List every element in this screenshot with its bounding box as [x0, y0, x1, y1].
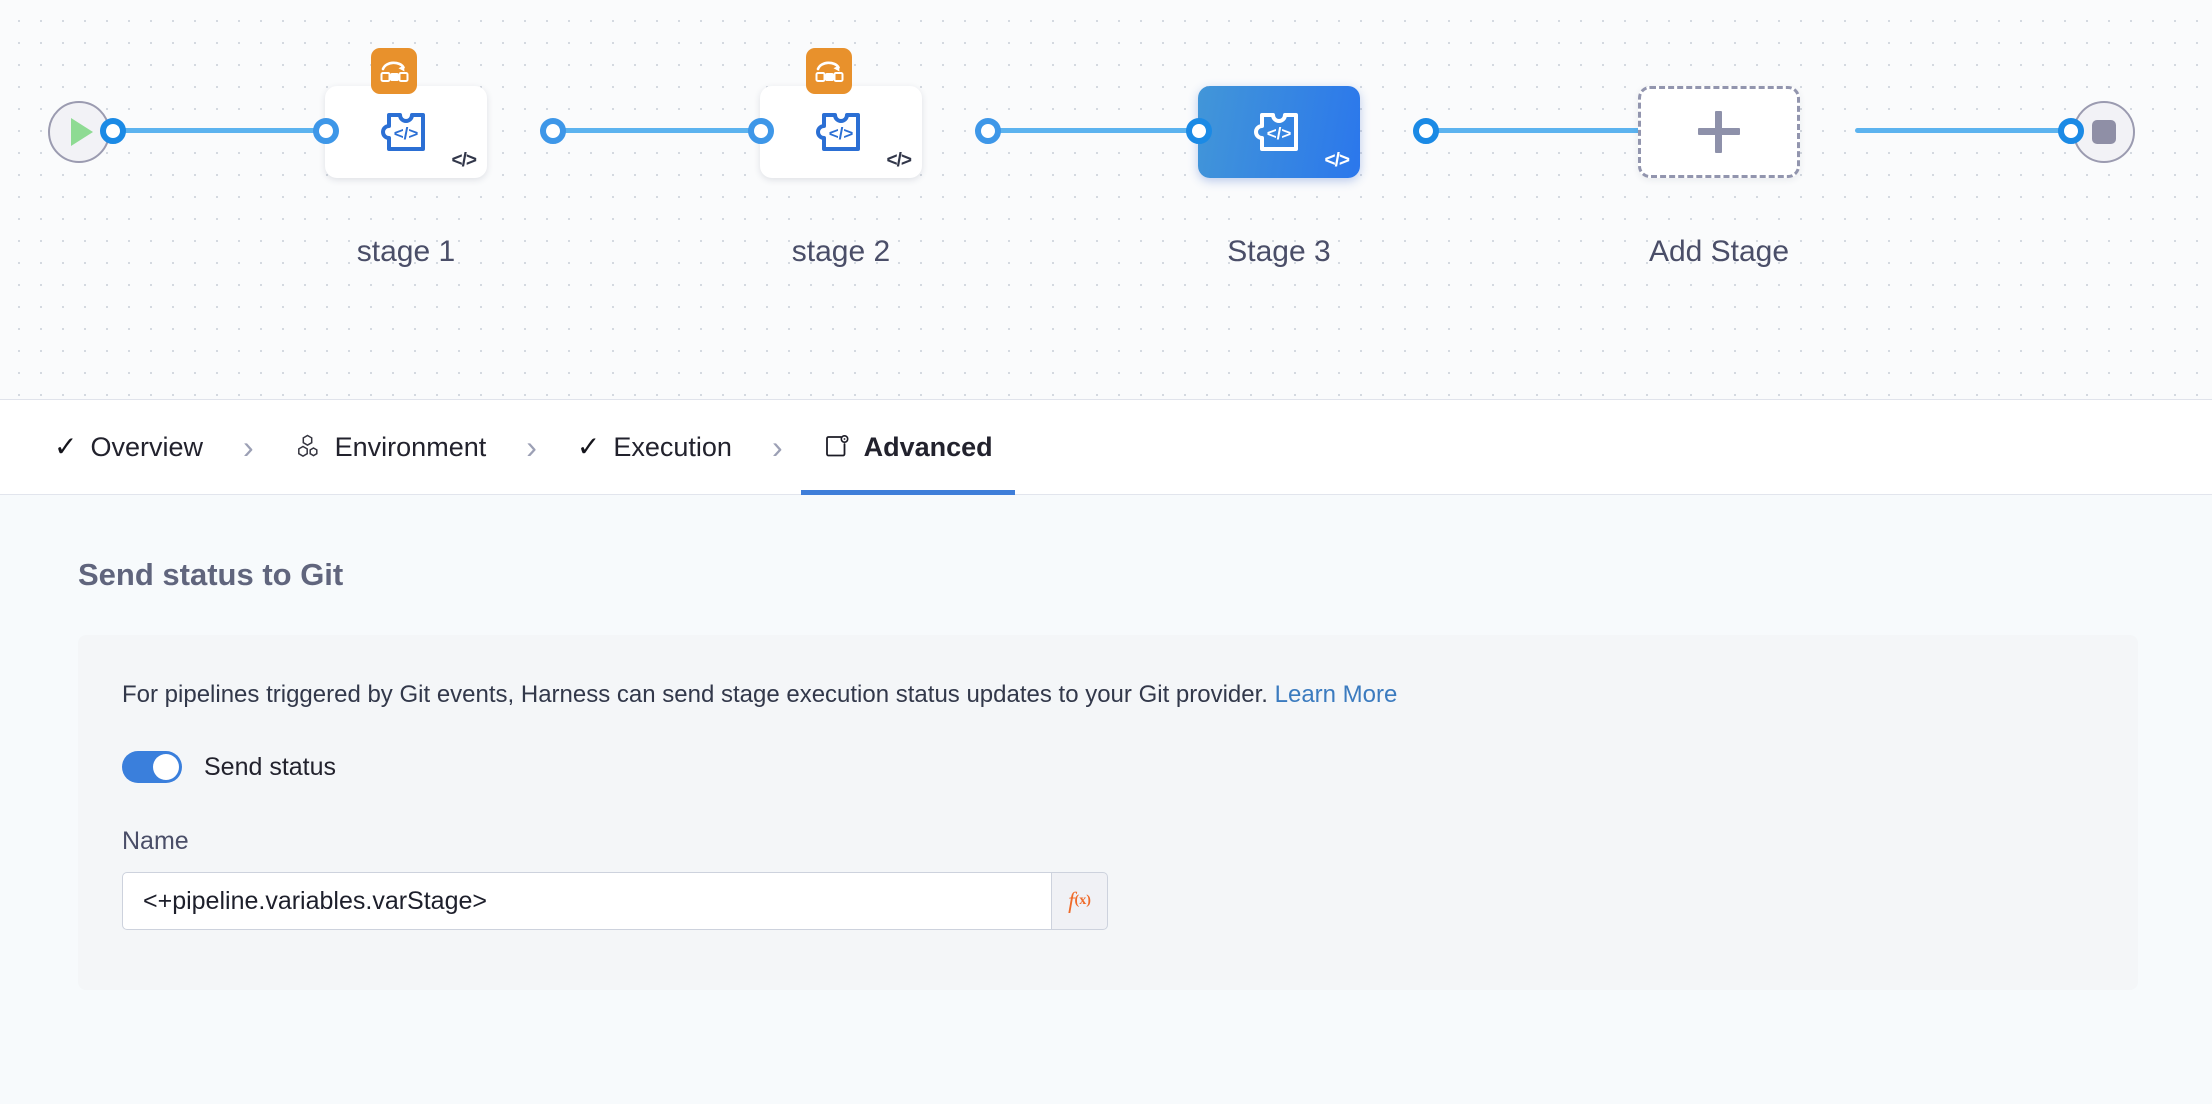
stage-runtime-code-icon: </> — [1324, 150, 1351, 171]
svg-text:</>: </> — [1267, 124, 1292, 143]
plus-icon — [1698, 111, 1740, 153]
name-field-row: f(x) — [122, 872, 2094, 930]
advanced-gear-icon — [825, 434, 849, 457]
name-input[interactable] — [122, 872, 1052, 930]
port-stage2-in[interactable] — [748, 118, 774, 144]
stage-label-1: stage 1 — [356, 235, 456, 268]
name-field-label: Name — [122, 827, 189, 855]
port-start-out[interactable] — [100, 118, 126, 144]
tab-separator-icon: › — [526, 428, 537, 465]
svg-text:</>: </> — [394, 124, 419, 143]
stop-icon — [2092, 120, 2116, 144]
connector-line-start-stage1 — [120, 128, 330, 133]
connector-line-stage3-addstage — [1415, 128, 1655, 133]
send-status-card: For pipelines triggered by Git events, H… — [78, 635, 2138, 990]
infrastructure-icon — [297, 434, 318, 457]
check-icon: ✓ — [54, 431, 78, 462]
send-status-toggle[interactable] — [122, 751, 182, 783]
stage-node-3[interactable]: </> </> — [1198, 86, 1360, 178]
pipeline-canvas[interactable]: </> </> stage 1 </> </> stage 2 </> — [0, 0, 2212, 400]
fx-sub: (x) — [1074, 893, 1091, 908]
tab-advanced-label: Advanced — [863, 431, 993, 462]
play-icon — [71, 118, 93, 146]
tab-separator-icon: › — [243, 428, 254, 465]
custom-stage-icon: </> — [1254, 113, 1298, 151]
pipeline-start-node[interactable] — [48, 101, 110, 163]
tab-environment-label: Environment — [334, 431, 487, 462]
tab-separator-icon: › — [771, 428, 783, 465]
tab-advanced[interactable]: Advanced — [801, 400, 1015, 495]
port-stage3-out[interactable] — [1413, 118, 1439, 144]
custom-stage-icon: </> — [381, 113, 425, 151]
stage-runtime-code-icon: </> — [451, 150, 478, 171]
card-description-text: For pipelines triggered by Git events, H… — [122, 681, 1275, 708]
send-status-toggle-row: Send status — [122, 751, 2094, 783]
page-title: Send status to Git — [78, 557, 344, 592]
port-stage1-out[interactable] — [540, 118, 566, 144]
stage-tab-bar: ✓ Overview › Environment › ✓ Execution ›… — [0, 400, 2212, 495]
stage-node-2[interactable]: </> </> — [760, 48, 922, 178]
stage-label-2: stage 2 — [791, 235, 891, 268]
matrix-strategy-icon — [371, 48, 417, 94]
toggle-knob — [153, 754, 179, 780]
port-end-in[interactable] — [2058, 118, 2084, 144]
connector-line-addstage-end — [1855, 128, 2070, 133]
tab-execution-label: Execution — [613, 431, 732, 462]
port-stage3-in[interactable] — [1186, 118, 1212, 144]
connector-line-stage1-stage2 — [540, 128, 770, 133]
send-status-toggle-label: Send status — [204, 752, 337, 781]
expression-fx-button[interactable]: f(x) — [1052, 872, 1108, 930]
port-stage2-out[interactable] — [975, 118, 1001, 144]
fx-label: f — [1068, 888, 1075, 913]
tab-overview[interactable]: ✓ Overview — [32, 400, 225, 495]
add-stage-label: Add Stage — [1648, 235, 1790, 268]
learn-more-link[interactable]: Learn More — [1274, 681, 1398, 708]
stage-label-3: Stage 3 — [1227, 235, 1331, 268]
custom-stage-icon: </> — [816, 113, 860, 151]
tab-overview-label: Overview — [90, 431, 203, 462]
svg-text:</>: </> — [829, 124, 854, 143]
add-stage-button[interactable] — [1638, 86, 1800, 178]
check-icon: ✓ — [576, 431, 601, 462]
stage-node-1[interactable]: </> </> — [325, 48, 487, 178]
tab-execution[interactable]: ✓ Execution — [555, 400, 754, 495]
connector-line-stage2-stage3 — [975, 128, 1205, 133]
stage-runtime-code-icon: </> — [886, 150, 913, 171]
port-stage1-in[interactable] — [313, 118, 339, 144]
advanced-tab-content: Send status to Git For pipelines trigger… — [0, 495, 2212, 1104]
card-description: For pipelines triggered by Git events, H… — [122, 681, 2094, 709]
tab-environment[interactable]: Environment — [272, 400, 509, 495]
matrix-strategy-icon — [806, 48, 852, 94]
